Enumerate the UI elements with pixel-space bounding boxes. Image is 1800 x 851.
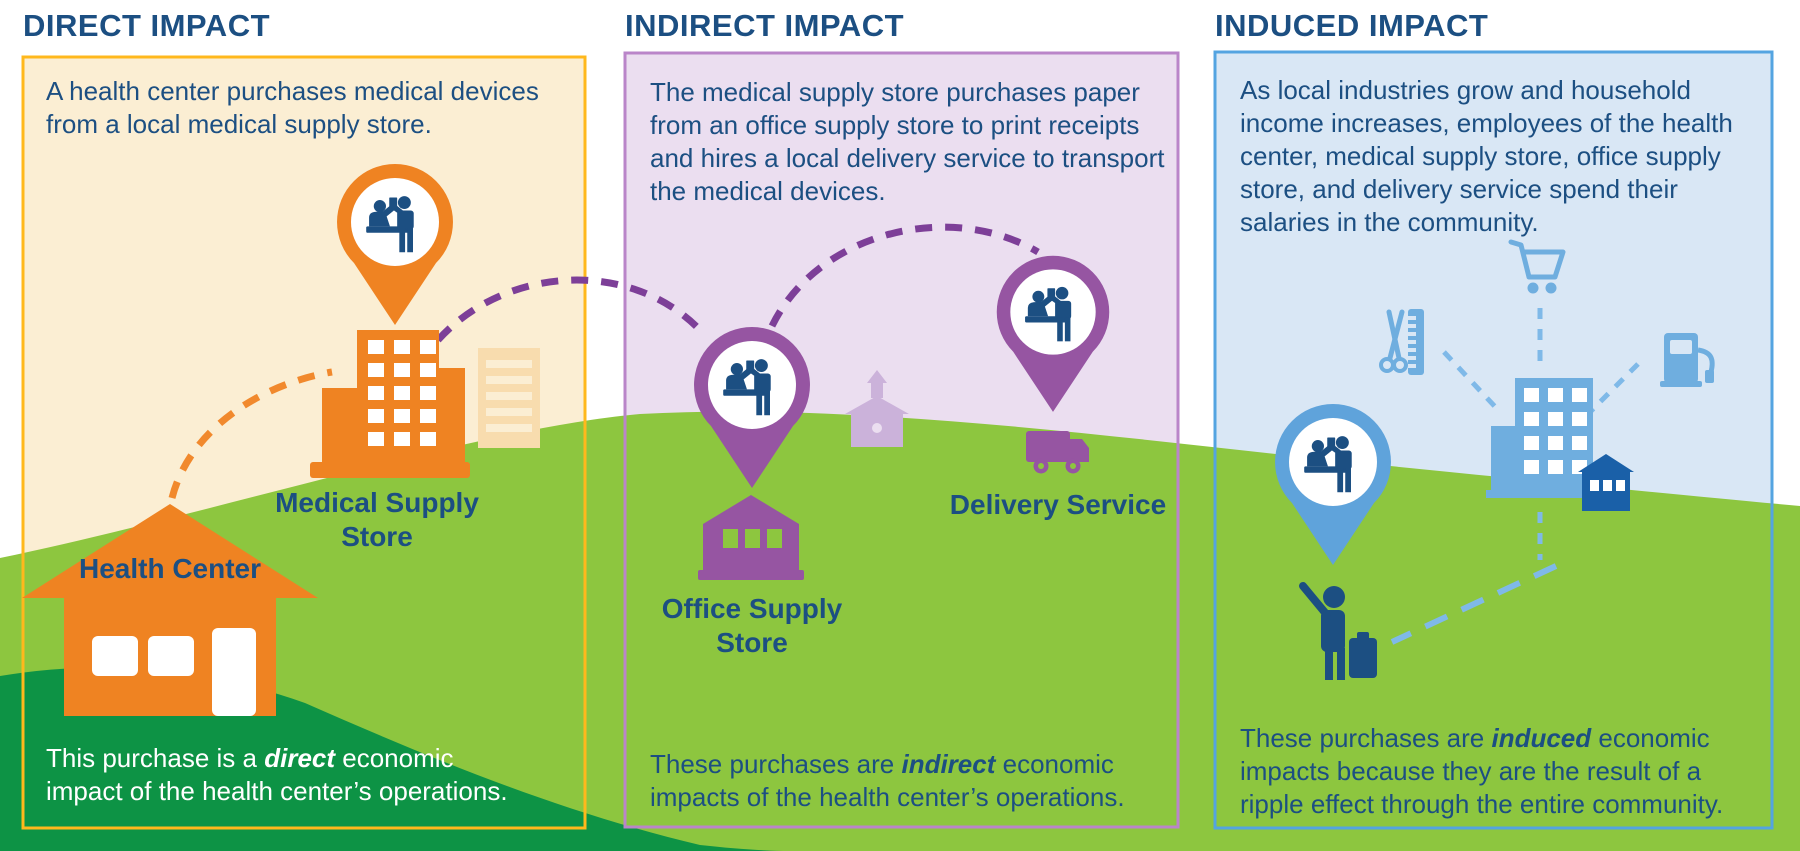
indirect-description: The medical supply store purchases paper… [650,77,1165,206]
direct-caption-post: economic impact of the health center’s o… [46,743,508,806]
shopping-cart-icon [1508,239,1566,294]
induced-caption-pre: These purchases are [1240,723,1492,753]
induced-caption: These purchases are induced economic imp… [1240,722,1750,821]
indirect-caption: These purchases are indirect economic im… [650,748,1150,814]
indirect-transaction-pin-icon [694,327,810,488]
direct-panel-border [21,55,587,830]
delivery-service-label: Delivery Service [949,489,1167,520]
person-waving-icon [1299,582,1377,680]
direct-dashed-arc [168,368,333,499]
induced-caption-emphasis: induced [1491,723,1592,753]
induced-transaction-pin-icon [1275,404,1391,565]
induced-dash-person [1390,563,1558,645]
indirect-caption-post: economic impacts of the health center’s … [650,749,1125,812]
health-center-house-icon [22,504,318,716]
direct-caption-emphasis: direct [264,743,336,773]
faded-building-icon [478,348,540,448]
indirect-caption-emphasis: indirect [901,749,996,779]
indirect-panel-border [623,51,1180,829]
induced-caption-post: economic impacts because they are the re… [1240,723,1724,819]
city-building-icon [1486,378,1600,498]
indirect-dashed-arc-2 [768,223,1040,328]
indirect-caption-pre: These purchases are [650,749,902,779]
health-center-label: Health Center [78,553,262,584]
direct-transaction-pin-icon [337,164,453,325]
direct-caption: This purchase is a direct economic impac… [46,742,531,808]
office-supply-store-icon [698,495,804,580]
gas-pump-icon [1660,333,1715,387]
induced-impact-title: INDUCED IMPACT [1215,8,1489,43]
indirect-dashed-arc-1 [435,276,703,343]
induced-dash-barber [1442,350,1502,414]
scissors-comb-icon [1379,309,1424,375]
medical-supply-store-icon [310,330,470,478]
medical-supply-store-label: Medical Supply Store [275,487,479,552]
induced-description: As local industries grow and household i… [1240,75,1733,237]
direct-caption-pre: This purchase is a [46,743,265,773]
direct-description: A health center purchases medical device… [46,76,539,139]
blue-shed-icon [1578,454,1634,511]
church-icon [845,370,909,447]
indirect-transaction-pin-2-icon [996,255,1110,412]
delivery-truck-icon [1026,431,1089,474]
indirect-impact-title: INDIRECT IMPACT [625,8,905,43]
induced-panel-border [1213,50,1774,830]
office-supply-store-label: Office Supply Store [661,593,843,658]
direct-impact-title: DIRECT IMPACT [23,8,271,43]
